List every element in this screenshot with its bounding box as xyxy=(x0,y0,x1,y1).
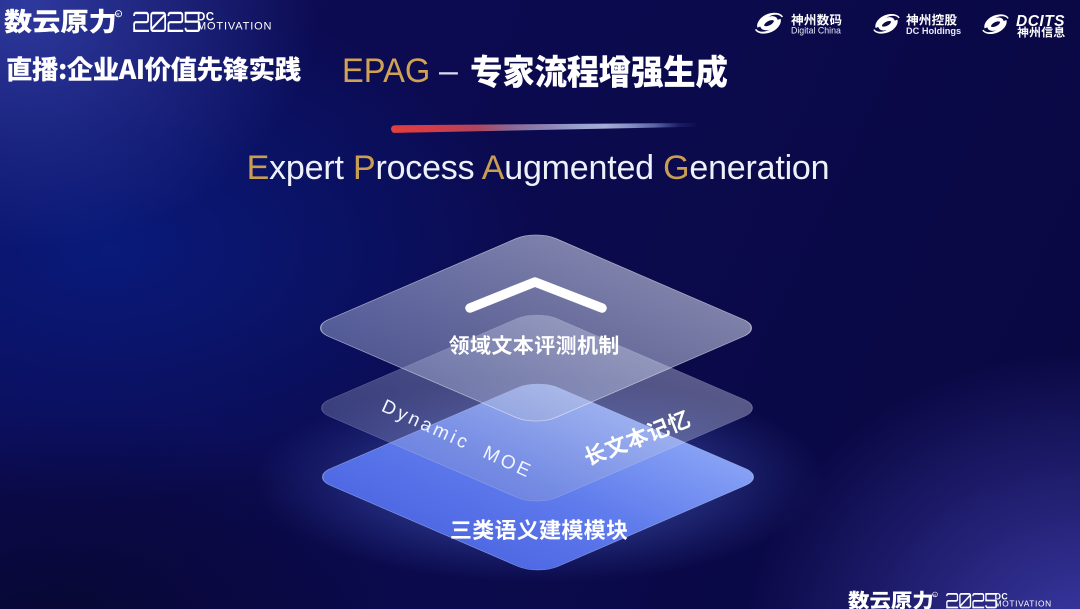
svg-text:MOTIVATION: MOTIVATION xyxy=(995,599,1052,609)
svg-text:DC: DC xyxy=(995,592,1009,602)
svg-text:DC: DC xyxy=(197,11,215,23)
svg-text:Digital China: Digital China xyxy=(791,26,841,36)
svg-text:MOTIVATION: MOTIVATION xyxy=(197,21,272,33)
svg-text:R: R xyxy=(116,12,120,17)
svg-text:DC Holdings: DC Holdings xyxy=(906,26,961,36)
svg-text:R: R xyxy=(933,593,936,597)
svg-text:DCITS: DCITS xyxy=(1016,13,1065,30)
